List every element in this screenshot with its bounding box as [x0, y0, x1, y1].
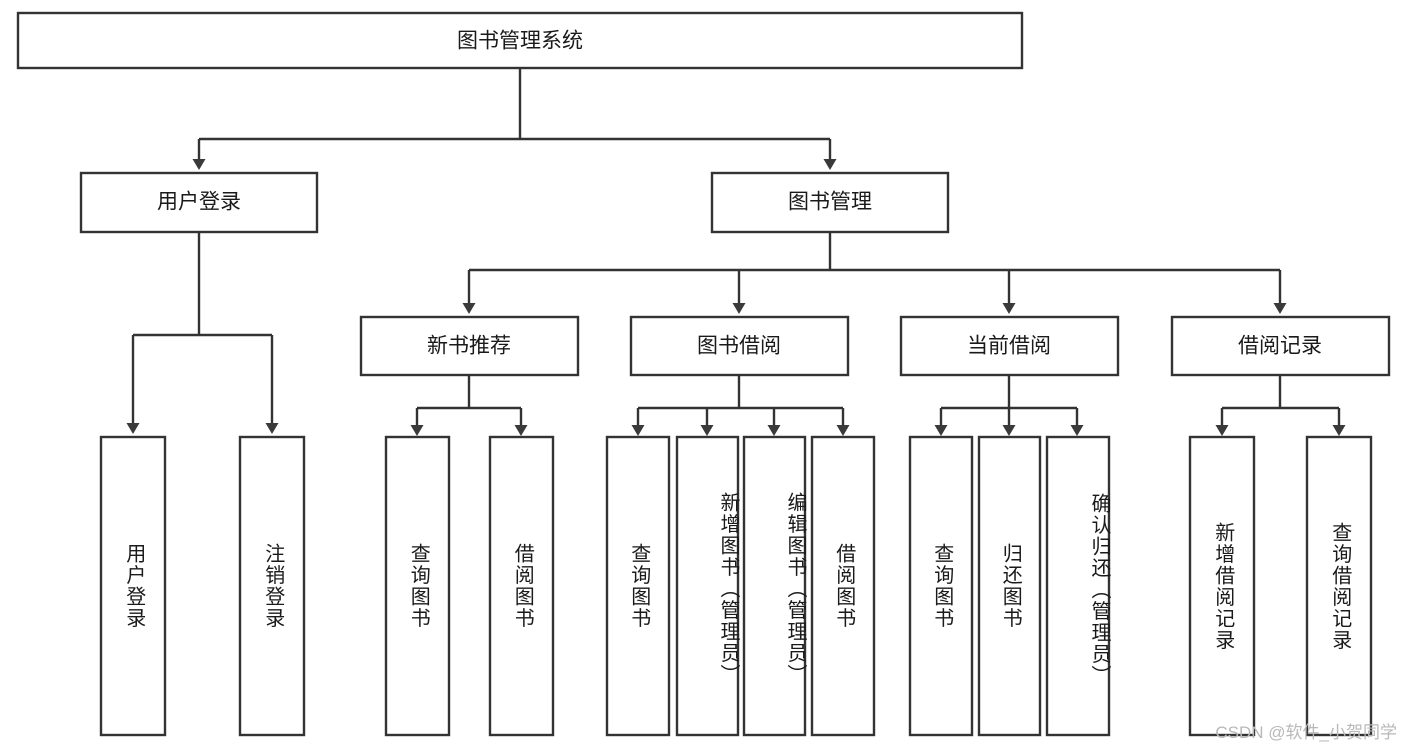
edge-group-borrow-record	[1215, 375, 1346, 436]
leaf-box-book-borrow-2[interactable]	[742, 435, 807, 737]
node-book-borrow[interactable]: 图书借阅	[629, 315, 850, 377]
node-user-login[interactable]: 用户登录	[79, 171, 319, 234]
leaf-box-borrow-record-0[interactable]	[1188, 435, 1256, 737]
watermark-text: CSDN @软件_小贺同学	[1215, 723, 1397, 742]
node-root-system[interactable]: 图书管理系统	[16, 11, 1024, 70]
node-book-management-label: 图书管理	[788, 191, 872, 214]
edge-group-current-borrow	[934, 375, 1084, 436]
edge-group-book-borrow	[631, 375, 850, 436]
node-book-borrow-label: 图书借阅	[697, 335, 781, 358]
node-current-borrow-label: 当前借阅	[967, 335, 1051, 358]
leaf-box-user-login-1[interactable]	[238, 435, 306, 737]
leaf-box-book-borrow-1[interactable]	[675, 435, 740, 737]
edge-group-new-book-recommend	[410, 375, 528, 436]
leaf-box-new-book-recommend-1[interactable]	[488, 435, 555, 737]
leaf-box-borrow-record-1[interactable]	[1305, 435, 1373, 737]
node-root-system-label: 图书管理系统	[457, 30, 583, 53]
node-new-book-recommend[interactable]: 新书推荐	[359, 315, 580, 377]
node-book-management[interactable]: 图书管理	[710, 171, 950, 234]
node-current-borrow[interactable]: 当前借阅	[899, 315, 1120, 377]
node-new-book-recommend-label: 新书推荐	[427, 335, 511, 358]
leaf-box-user-login-0[interactable]	[99, 435, 167, 737]
edge-group-root	[192, 68, 837, 170]
node-borrow-record-label: 借阅记录	[1238, 335, 1322, 358]
leaf-box-book-borrow-3[interactable]	[810, 435, 876, 737]
leaf-box-current-borrow-1[interactable]	[977, 435, 1042, 737]
leaf-box-current-borrow-0[interactable]	[908, 435, 974, 737]
leaf-box-current-borrow-2[interactable]	[1045, 435, 1111, 737]
node-user-login-label: 用户登录	[157, 191, 241, 214]
leaf-box-new-book-recommend-0[interactable]	[384, 435, 451, 737]
node-borrow-record[interactable]: 借阅记录	[1170, 315, 1391, 377]
leaf-box-book-borrow-0[interactable]	[605, 435, 671, 737]
edge-group-user-login	[126, 232, 279, 434]
edge-group-book-management	[462, 232, 1287, 314]
